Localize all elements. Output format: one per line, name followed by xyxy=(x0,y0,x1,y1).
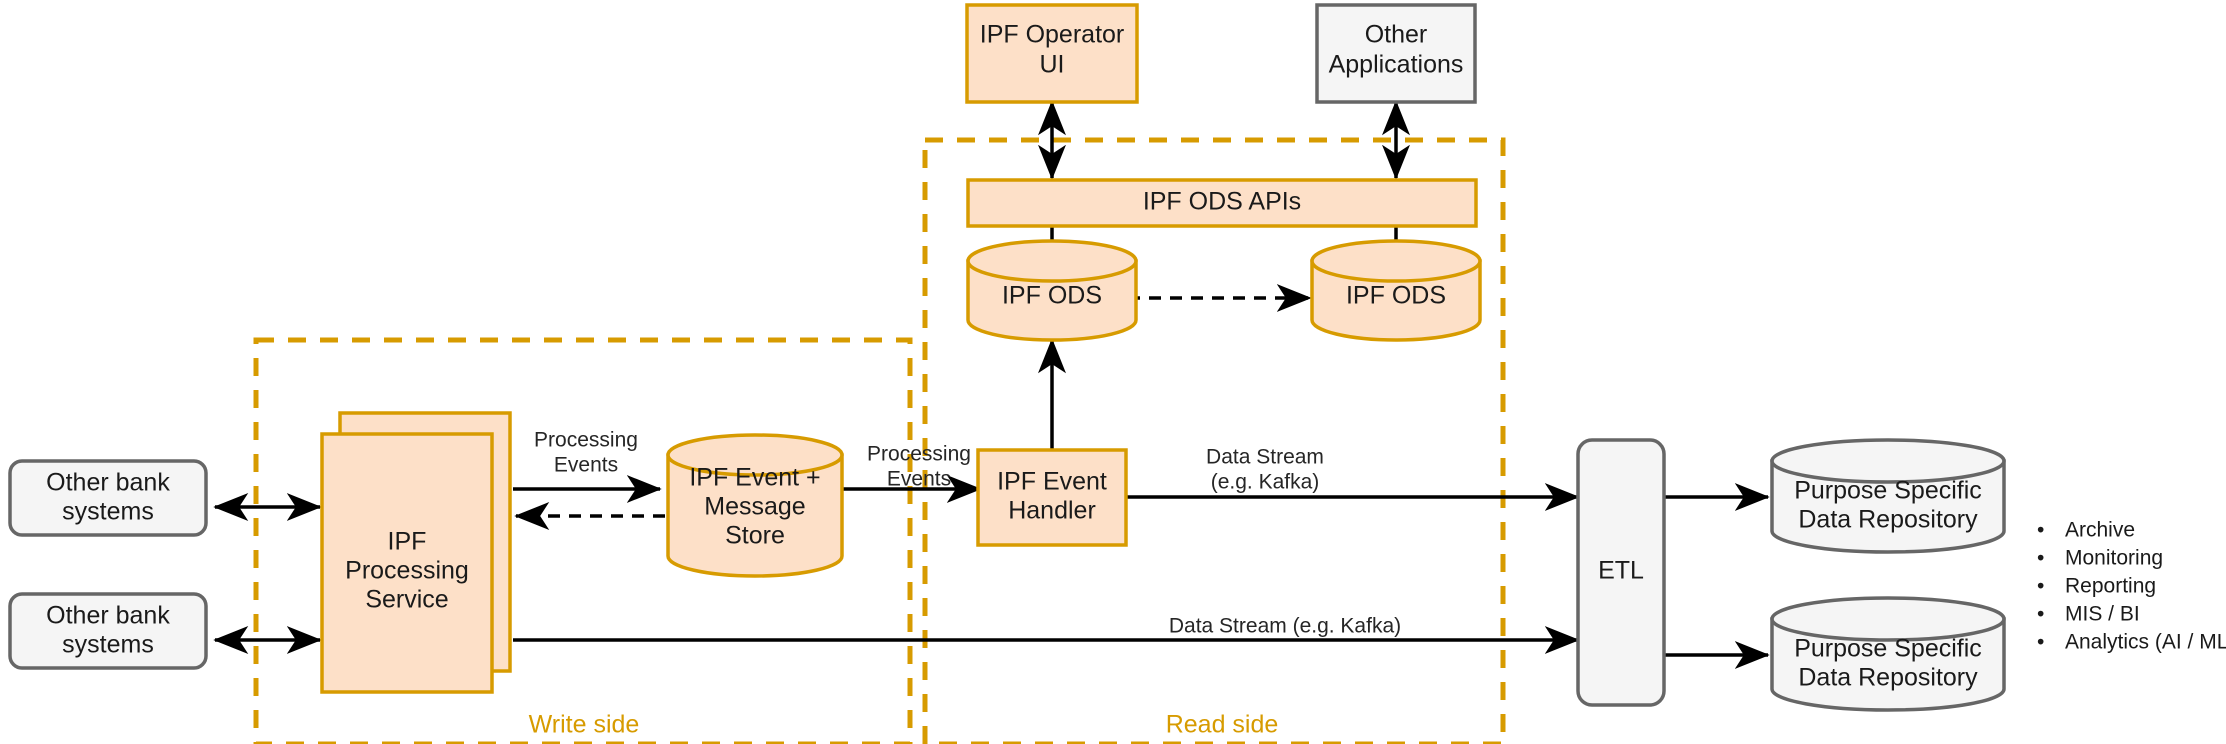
node-shape-top xyxy=(1770,438,2006,484)
node-shape-body xyxy=(1770,617,2006,712)
node-ipf-operator-ui-label-line1: IPF Operator xyxy=(980,21,1125,49)
node-other-bank-systems-top[interactable]: Other bank systems xyxy=(8,459,208,537)
node-other-bank-systems-top-label-line1: Other bank xyxy=(46,469,170,497)
node-purpose-specific-repo-bottom[interactable]: Purpose Specific Data Repository xyxy=(1770,596,2006,712)
edge-label-data-stream-top-line2: (e.g. Kafka) xyxy=(1211,471,1320,494)
edge-event-handler-to-etl: Data Stream (e.g. Kafka) xyxy=(1126,446,1580,511)
list-item: • Reporting xyxy=(2037,575,2156,598)
node-ipf-event-message-store-label-line1: IPF Event + xyxy=(689,464,820,492)
node-ipf-event-message-store-label-line3: Store xyxy=(725,522,785,550)
bullet-label: Monitoring xyxy=(2065,547,2163,570)
node-ipf-operator-ui-label-line2: UI xyxy=(1040,51,1065,79)
bullet-marker-icon: • xyxy=(2037,519,2044,542)
edge-store-to-event-handler: Processing Events xyxy=(843,443,982,503)
node-shape xyxy=(8,592,208,670)
node-ipf-event-message-store-label-line2: Message xyxy=(704,493,805,521)
node-other-bank-systems-top-label-line2: systems xyxy=(62,498,154,526)
node-ipf-processing-service-label-line2: Processing xyxy=(345,557,469,585)
node-shape-body xyxy=(1310,259,1482,342)
node-ipf-event-handler[interactable]: IPF Event Handler xyxy=(976,448,1128,547)
list-item: • Monitoring xyxy=(2037,547,2163,570)
node-ipf-event-handler-label-line1: IPF Event xyxy=(997,468,1107,496)
node-purpose-specific-repo-top[interactable]: Purpose Specific Data Repository xyxy=(1770,438,2006,554)
node-ipf-ods-primary-label: IPF ODS xyxy=(1002,282,1102,310)
node-etl-label: ETL xyxy=(1598,557,1644,585)
edge-label-processing-events-line2: Events xyxy=(554,454,618,477)
node-other-applications-label-line1: Other xyxy=(1365,21,1428,49)
node-shape xyxy=(8,459,208,537)
node-purpose-specific-repo-top-label-line1: Purpose Specific xyxy=(1794,477,1982,505)
node-ipf-ods-apis-label: IPF ODS APIs xyxy=(1143,188,1301,216)
node-ipf-ods-apis[interactable]: IPF ODS APIs xyxy=(966,178,1478,228)
node-ipf-ods-secondary[interactable]: IPF ODS xyxy=(1310,239,1482,342)
bullet-label: MIS / BI xyxy=(2065,603,2140,626)
edge-label-data-stream-bottom: Data Stream (e.g. Kafka) xyxy=(1169,615,1401,638)
edge-processing-to-etl: Data Stream (e.g. Kafka) xyxy=(513,615,1580,654)
zone-read-side-boundary xyxy=(922,137,1506,744)
list-item: • Analytics (AI / ML) xyxy=(2037,631,2226,654)
node-other-applications[interactable]: Other Applications xyxy=(1315,3,1477,104)
edge-label-data-stream-top-line1: Data Stream xyxy=(1206,446,1324,469)
edge-label-processing-events2-line2: Events xyxy=(887,468,951,491)
node-shape-top xyxy=(1310,239,1482,283)
zone-write-side: Write side xyxy=(253,337,913,744)
node-other-bank-systems-bottom-label-line2: systems xyxy=(62,631,154,659)
zone-write-side-boundary xyxy=(253,337,913,744)
node-shape xyxy=(1315,3,1477,104)
node-shape xyxy=(1576,438,1666,707)
node-ipf-processing-service-label-line1: IPF xyxy=(388,528,427,556)
edge-label-processing-events2-line1: Processing xyxy=(867,443,971,466)
node-ipf-ods-secondary-label: IPF ODS xyxy=(1346,282,1446,310)
node-shape-top xyxy=(966,239,1138,283)
edge-label-processing-events-line1: Processing xyxy=(534,429,638,452)
edge-processing-to-store: Processing Events xyxy=(513,429,662,503)
list-item: • Archive xyxy=(2037,519,2135,542)
node-etl[interactable]: ETL xyxy=(1576,438,1666,707)
bullet-marker-icon: • xyxy=(2037,575,2044,598)
node-purpose-specific-repo-bottom-label-line2: Data Repository xyxy=(1798,664,1978,692)
zone-read-side-label: Read side xyxy=(1166,711,1279,739)
node-ipf-operator-ui[interactable]: IPF Operator UI xyxy=(965,3,1139,104)
use-case-bullet-list: • Archive • Monitoring • Reporting • MIS… xyxy=(2037,519,2226,654)
node-ipf-processing-service[interactable]: IPF Processing Service xyxy=(320,411,512,694)
node-other-applications-label-line2: Applications xyxy=(1329,51,1464,79)
bullet-label: Analytics (AI / ML) xyxy=(2065,631,2226,654)
node-shape xyxy=(976,448,1128,547)
node-shape xyxy=(965,3,1139,104)
node-ipf-event-handler-label-line2: Handler xyxy=(1008,497,1096,525)
node-shape-body xyxy=(1770,459,2006,554)
node-purpose-specific-repo-top-label-line2: Data Repository xyxy=(1798,506,1978,534)
node-other-bank-systems-bottom[interactable]: Other bank systems xyxy=(8,592,208,670)
node-other-bank-systems-bottom-label-line1: Other bank xyxy=(46,602,170,630)
node-shape xyxy=(966,178,1478,228)
node-shape-body xyxy=(666,453,844,578)
zone-write-side-label: Write side xyxy=(529,711,640,739)
node-purpose-specific-repo-bottom-label-line1: Purpose Specific xyxy=(1794,635,1982,663)
node-ipf-processing-service-label-line3: Service xyxy=(365,586,448,614)
bullet-marker-icon: • xyxy=(2037,547,2044,570)
node-shape-body xyxy=(966,259,1138,342)
node-shape-front-layer xyxy=(320,432,494,694)
bullet-marker-icon: • xyxy=(2037,603,2044,626)
node-shape-top xyxy=(1770,596,2006,642)
node-ipf-ods-primary[interactable]: IPF ODS xyxy=(966,239,1138,342)
node-shape-top xyxy=(666,433,844,477)
zone-read-side: Read side xyxy=(922,137,1506,744)
list-item: • MIS / BI xyxy=(2037,603,2140,626)
bullet-marker-icon: • xyxy=(2037,631,2044,654)
node-ipf-event-message-store[interactable]: IPF Event + Message Store xyxy=(666,433,844,578)
bullet-label: Archive xyxy=(2065,519,2135,542)
bullet-label: Reporting xyxy=(2065,575,2156,598)
